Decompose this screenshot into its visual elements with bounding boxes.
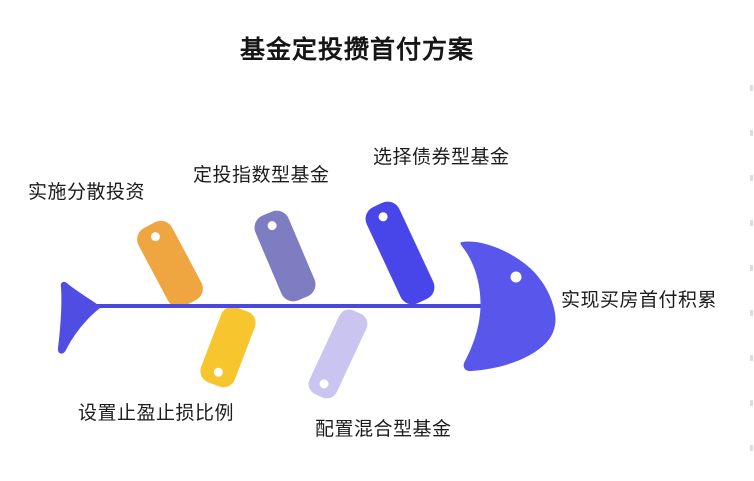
canvas-right-edge-marks bbox=[750, 85, 753, 470]
bone-bottom-1-shape bbox=[200, 306, 256, 388]
bone-top-3-shape bbox=[365, 201, 435, 305]
bone-pin-dot bbox=[150, 232, 160, 242]
bone-pin-dot bbox=[319, 379, 329, 389]
bone-bottom-2-shape bbox=[308, 309, 368, 399]
bone-top-3 bbox=[365, 201, 435, 305]
bone-pin-dot bbox=[213, 367, 223, 377]
bone-top-2 bbox=[254, 210, 316, 302]
bone-pin-dot bbox=[378, 212, 388, 222]
fish-tail bbox=[57, 281, 100, 354]
bone-label-bottom-2: 配置混合型基金 bbox=[315, 419, 452, 440]
bone-label-top-2: 定投指数型基金 bbox=[193, 165, 330, 186]
bone-top-2-shape bbox=[254, 210, 316, 302]
bone-label-top-3: 选择债券型基金 bbox=[373, 147, 510, 168]
bone-label-top-1: 实施分散投资 bbox=[28, 182, 146, 203]
goal-label: 实现买房首付积累 bbox=[561, 290, 718, 311]
bone-pin-dot bbox=[267, 221, 277, 231]
fish-head bbox=[460, 241, 556, 372]
bone-label-bottom-1: 设置止盈止损比例 bbox=[78, 403, 235, 424]
bone-bottom-1 bbox=[200, 306, 256, 388]
bone-top-1 bbox=[137, 220, 203, 308]
fish-eye bbox=[510, 271, 522, 283]
bone-top-1-shape bbox=[137, 220, 203, 308]
bone-bottom-2 bbox=[308, 309, 368, 399]
diagram-title: 基金定投攒首付方案 bbox=[240, 36, 475, 64]
